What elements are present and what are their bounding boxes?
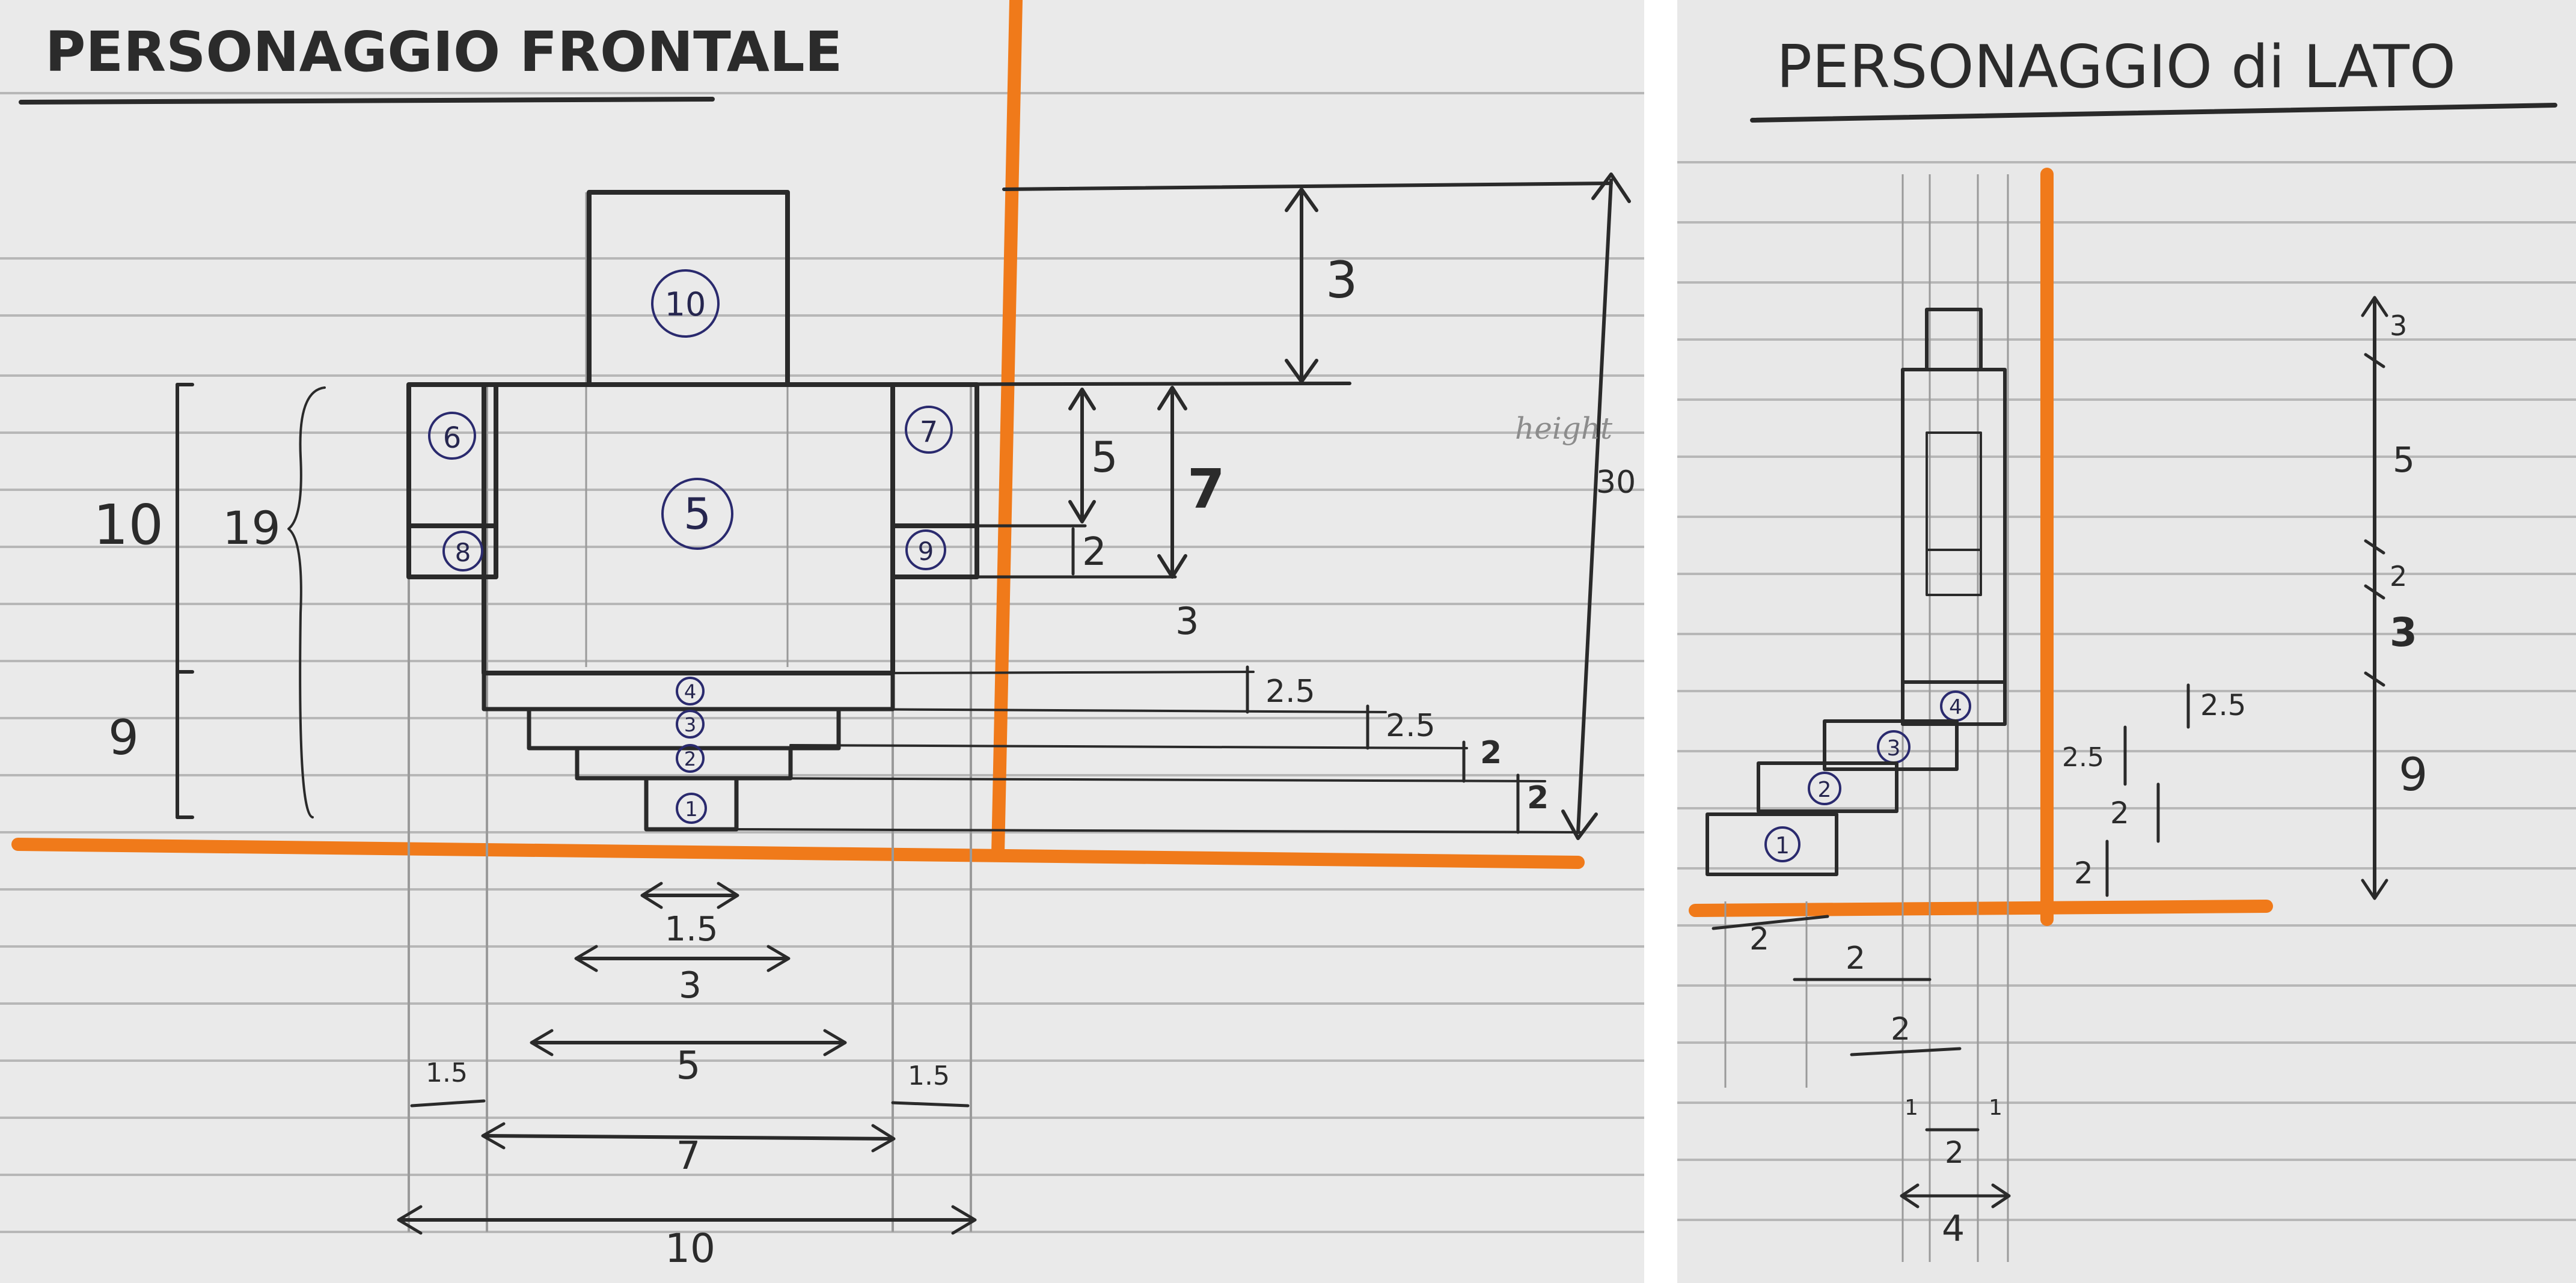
- part-1-label: 1: [685, 797, 698, 821]
- side-h1a-value: 1: [1904, 1096, 1918, 1120]
- left-10-value: 10: [93, 493, 164, 557]
- body-height-dim: 5: [1068, 388, 1118, 523]
- part-1-step: 1: [644, 776, 739, 832]
- side-part-3-label: 3: [1887, 736, 1901, 761]
- width-1-5-value: 1.5: [664, 910, 718, 949]
- extension-lines: [735, 181, 1613, 833]
- side-h4-value: 4: [1942, 1208, 1965, 1250]
- step2-value: 2: [1480, 735, 1502, 771]
- part-2-label: 2: [684, 748, 696, 770]
- side-s2a-value: 2: [2110, 796, 2129, 830]
- side-v3-value: 3: [2390, 309, 2407, 342]
- width-5-value: 5: [676, 1044, 701, 1088]
- step1-dim: 2: [1516, 773, 1549, 834]
- side-h2c-value: 2: [1891, 1011, 1911, 1047]
- side-right-value: 1.5: [908, 1061, 950, 1091]
- side-v2-value: 2: [2390, 560, 2407, 593]
- ruled-lines: [0, 92, 1644, 1233]
- side-title-underline: [1750, 103, 2557, 123]
- torso-height-value: 7: [1187, 458, 1225, 521]
- part-6-label: 6: [443, 421, 462, 455]
- frontal-sheet: PERSONAGGIO FRONTALE 10 5 6 8 7: [0, 0, 1644, 1283]
- height-note: height: [1515, 411, 1613, 446]
- head-height-value: 3: [1326, 251, 1357, 309]
- side-h2a-value: 2: [1749, 921, 1769, 957]
- side-h1b-value: 1: [1989, 1096, 2002, 1120]
- torso-height-dim: 7: [1157, 386, 1225, 579]
- width-dims: 1.5 3 5 7 10 1.5 1.5: [397, 882, 977, 1272]
- side-h2d-value: 2: [1945, 1135, 1964, 1170]
- width-7-value: 7: [676, 1134, 701, 1178]
- part-2-step: 2: [575, 744, 793, 781]
- side-step-4: 4: [1901, 680, 2007, 726]
- part-8-hand: 8: [406, 523, 498, 579]
- side-sheet: PERSONAGGIO di LATO 4 3 2 1: [1677, 0, 2576, 1283]
- part-7-label: 7: [920, 415, 938, 449]
- step3-dim: 2.5: [1366, 704, 1436, 750]
- title-underline: [19, 97, 715, 105]
- side-vertical-dims: 3 5 2 3 9: [2361, 296, 2428, 900]
- side-s2b-value: 2: [2074, 856, 2093, 891]
- side-title: PERSONAGGIO di LATO: [1776, 33, 2456, 102]
- part-3-step: 3: [527, 707, 841, 751]
- body-height-value: 5: [1091, 433, 1118, 482]
- total-height-value: 30: [1596, 465, 1636, 501]
- total-height-dim: 30 height: [1515, 172, 1636, 840]
- frontal-drawing: PERSONAGGIO FRONTALE 10 5 6 8 7: [0, 0, 1644, 1272]
- side-left-value: 1.5: [426, 1058, 468, 1088]
- side-ground-line: [1689, 900, 2273, 917]
- left-9-value: 9: [108, 710, 139, 766]
- side-s25a-value: 2.5: [2200, 689, 2246, 722]
- side-part-4-label: 4: [1949, 695, 1962, 719]
- left-bracket: 10 19 9: [93, 383, 326, 819]
- side-part-2-label: 2: [1818, 778, 1832, 802]
- part-5-body: 5: [482, 382, 895, 675]
- gap-value: 3: [1175, 599, 1199, 643]
- side-s25b-value: 2.5: [2062, 742, 2104, 773]
- step2-dim: 2: [1462, 735, 1502, 783]
- part-10-head: 10: [587, 190, 790, 387]
- side-h2b-value: 2: [1846, 940, 1865, 977]
- side-step-1: 1: [1706, 812, 1838, 876]
- side-v3b-value: 3: [2390, 609, 2417, 656]
- side-v5-value: 5: [2393, 439, 2415, 480]
- side-figure: [1901, 308, 2007, 684]
- part-3-label: 3: [684, 713, 696, 736]
- part-4-step: 4: [482, 671, 895, 712]
- ground-line: [11, 838, 1585, 869]
- part-5-label: 5: [684, 489, 711, 539]
- side-step-dims: 2.5 2.5 2 2: [2062, 683, 2246, 897]
- step1-value: 2: [1527, 780, 1549, 816]
- part-7-arm: 7: [890, 382, 979, 528]
- side-step-2: 2: [1757, 761, 1898, 813]
- width-10-value: 10: [665, 1225, 715, 1272]
- frontal-title: PERSONAGGIO FRONTALE: [45, 20, 842, 84]
- part-10-label: 10: [665, 285, 706, 323]
- arm-height-dim: 2: [1071, 527, 1107, 576]
- step3-value: 2.5: [1386, 708, 1436, 744]
- side-v9-value: 9: [2399, 748, 2428, 801]
- side-part-1-label: 1: [1775, 832, 1790, 859]
- part-8-label: 8: [455, 538, 471, 567]
- vertical-axis-line: [991, 0, 1023, 860]
- side-horizontal-dims: 2 2 2 1 1 2 4: [1712, 915, 2011, 1250]
- side-drawing: PERSONAGGIO di LATO 4 3 2 1: [1677, 33, 2576, 1262]
- part-4-label: 4: [684, 680, 696, 703]
- left-19-value: 19: [222, 501, 281, 555]
- step4-value: 2.5: [1265, 674, 1315, 710]
- step4-dim: 2.5: [1246, 665, 1315, 714]
- gap-dim: 3: [1175, 599, 1199, 643]
- side-step-3: 3: [1823, 719, 1959, 771]
- width-3-value: 3: [679, 965, 702, 1007]
- part-9-hand: 9: [890, 523, 979, 579]
- ruled-lines-side: [1677, 161, 2576, 1221]
- head-height-dim: 3: [1285, 187, 1357, 383]
- arm-height-value: 2: [1082, 530, 1107, 574]
- part-9-label: 9: [918, 537, 934, 566]
